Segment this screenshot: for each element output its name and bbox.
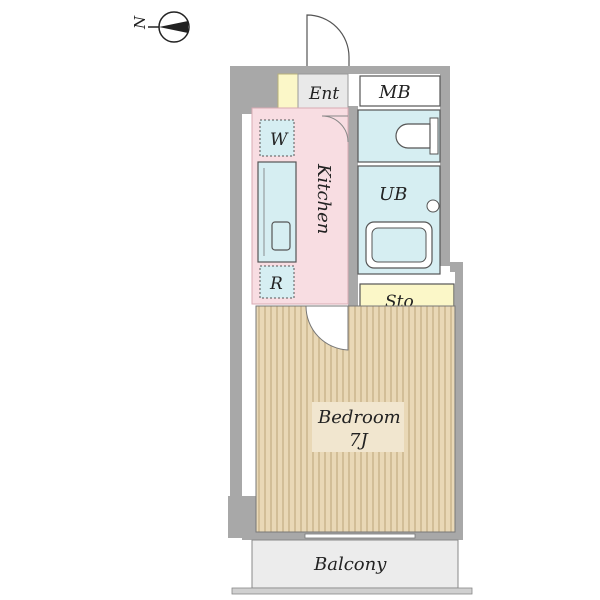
- entrance-door-swing: [306, 14, 350, 67]
- kitchen-label: Kitchen: [313, 163, 334, 234]
- meter-box-label: MB: [378, 82, 411, 103]
- north-compass-icon: [148, 11, 190, 43]
- compass-label: N: [131, 15, 149, 30]
- refrigerator-space: [259, 265, 295, 299]
- entrance-label: Ent: [308, 84, 339, 104]
- washer-space: [259, 119, 295, 157]
- toilet-tank: [429, 117, 439, 155]
- meter-box: [359, 75, 441, 107]
- balcony-label: Balcony: [313, 554, 387, 575]
- bedroom-window: [304, 533, 416, 539]
- shoe-cabinet: [277, 73, 299, 109]
- bedroom-door-swing: [305, 305, 349, 351]
- bedroom-size-label: 7J: [349, 430, 369, 451]
- bathtub-inner: [371, 227, 427, 263]
- unit-bath-label: UB: [379, 184, 407, 205]
- bedroom-label-bg: [312, 402, 404, 452]
- bedroom-label: Bedroom: [317, 407, 401, 428]
- balcony-rail: [231, 587, 473, 595]
- refrigerator-label: R: [269, 274, 283, 294]
- sink-icon: [271, 221, 291, 251]
- entrance-area: [297, 73, 349, 109]
- balcony: [251, 539, 459, 589]
- washbasin-icon: [426, 199, 440, 213]
- toilet-icon: [395, 123, 431, 149]
- washer-label: W: [270, 130, 289, 150]
